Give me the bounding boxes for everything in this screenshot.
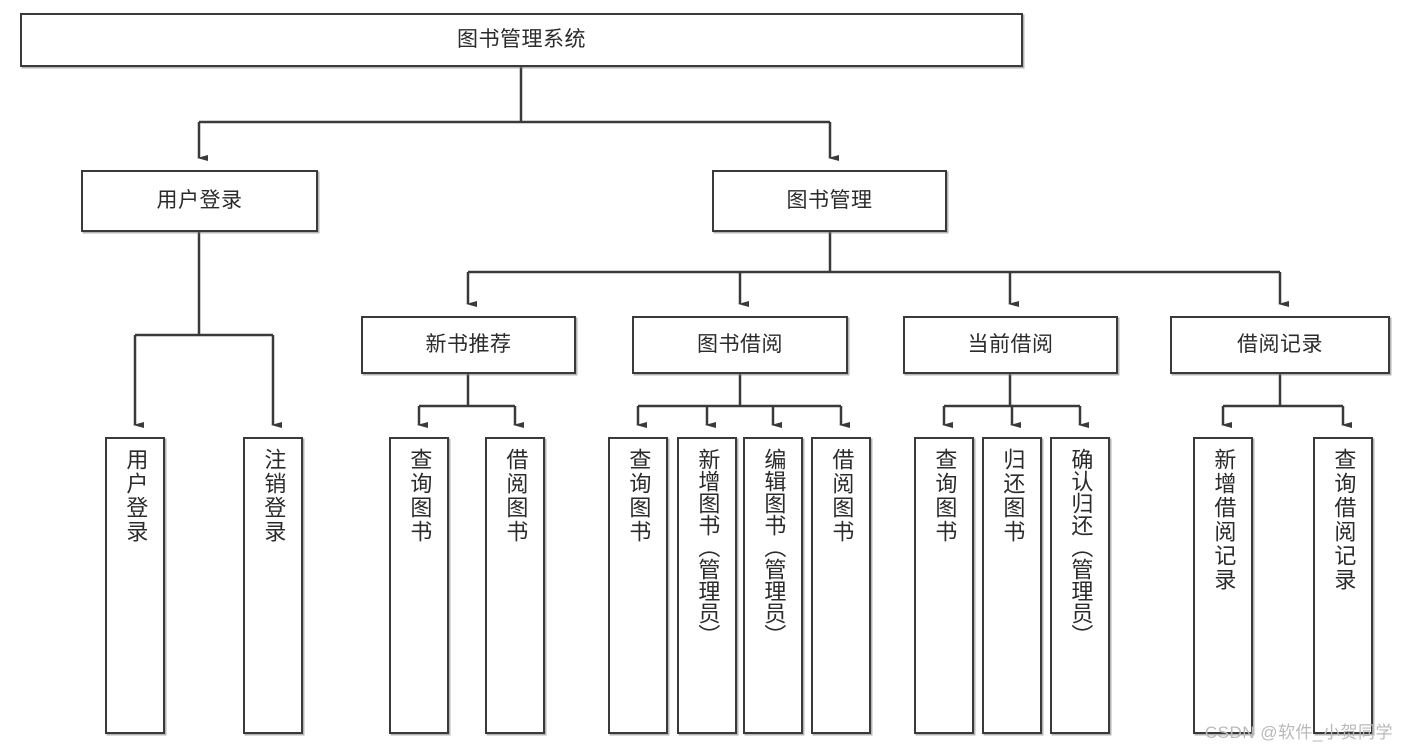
node-borrow-record[interactable]: 借阅记录: [1170, 316, 1390, 374]
node-leaf-query-book-borrow-label: 查询图书: [626, 448, 652, 544]
node-leaf-borrow-book[interactable]: 借阅图书: [811, 437, 871, 734]
node-leaf-logout-label: 注销登录: [261, 448, 287, 544]
node-book-manage[interactable]: 图书管理: [712, 170, 947, 232]
node-leaf-query-book-rec-label: 查询图书: [407, 448, 433, 544]
node-leaf-confirm-return-label: 确认归还（管理员）: [1068, 448, 1094, 646]
node-current-borrow[interactable]: 当前借阅: [903, 316, 1118, 374]
node-new-book-rec-label: 新书推荐: [425, 332, 512, 356]
node-new-book-rec[interactable]: 新书推荐: [361, 316, 576, 374]
node-current-borrow-label: 当前借阅: [967, 332, 1054, 356]
node-user-login-label: 用户登录: [156, 188, 243, 212]
node-leaf-edit-book-label: 编辑图书（管理员）: [761, 448, 787, 646]
node-leaf-query-record-label: 查询借阅记录: [1331, 448, 1357, 592]
node-leaf-add-book[interactable]: 新增图书（管理员）: [677, 437, 737, 734]
node-leaf-add-record[interactable]: 新增借阅记录: [1193, 437, 1253, 734]
node-root[interactable]: 图书管理系统: [20, 13, 1023, 67]
watermark: CSDN @软件_小贺同学: [1204, 723, 1393, 742]
node-leaf-query-book-cur[interactable]: 查询图书: [914, 437, 974, 734]
node-book-borrow-label: 图书借阅: [697, 332, 783, 356]
node-borrow-record-label: 借阅记录: [1237, 332, 1323, 356]
node-user-login[interactable]: 用户登录: [81, 170, 318, 232]
node-root-label: 图书管理系统: [457, 27, 586, 51]
node-book-borrow[interactable]: 图书借阅: [632, 316, 848, 374]
node-leaf-confirm-return[interactable]: 确认归还（管理员）: [1050, 437, 1110, 734]
node-book-manage-label: 图书管理: [786, 188, 873, 212]
node-leaf-return-book-label: 归还图书: [1000, 448, 1026, 544]
node-leaf-add-book-label: 新增图书（管理员）: [695, 448, 721, 646]
node-leaf-return-book[interactable]: 归还图书: [982, 437, 1042, 734]
node-leaf-borrow-book-rec-label: 借阅图书: [503, 448, 529, 544]
node-leaf-add-record-label: 新增借阅记录: [1211, 448, 1237, 592]
node-leaf-query-book-rec[interactable]: 查询图书: [389, 437, 449, 734]
node-leaf-query-record[interactable]: 查询借阅记录: [1313, 437, 1373, 734]
node-leaf-query-book-cur-label: 查询图书: [932, 448, 958, 544]
node-leaf-logout[interactable]: 注销登录: [243, 437, 303, 734]
node-leaf-borrow-book-label: 借阅图书: [829, 448, 855, 544]
node-leaf-user-login-label: 用户登录: [123, 448, 149, 544]
node-leaf-edit-book[interactable]: 编辑图书（管理员）: [743, 437, 803, 734]
node-leaf-borrow-book-rec[interactable]: 借阅图书: [485, 437, 545, 734]
node-leaf-query-book-borrow[interactable]: 查询图书: [608, 437, 668, 734]
node-leaf-user-login[interactable]: 用户登录: [105, 437, 165, 734]
